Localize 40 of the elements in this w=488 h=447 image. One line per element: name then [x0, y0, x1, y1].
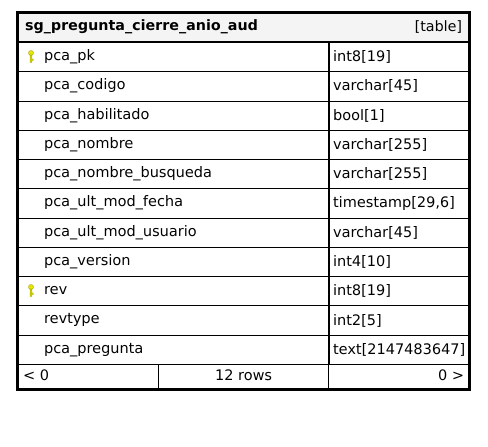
table-box: [16, 11, 471, 391]
table-name: sg_pregunta_cierre_anio_aud: [25, 18, 258, 34]
next-count: 0 >: [328, 364, 468, 388]
table-row: [19, 130, 468, 160]
column-type: int8[19]: [328, 277, 468, 306]
column-name: pca_nombre: [44, 136, 134, 152]
column-name: pca_ult_mod_usuario: [44, 224, 197, 240]
column-type: bool[1]: [328, 102, 468, 130]
table-row: [19, 305, 468, 335]
column-type: varchar[45]: [328, 72, 468, 101]
column-name: pca_nombre_busqueda: [44, 165, 212, 182]
table-row: [19, 246, 468, 276]
table-row: [19, 334, 468, 364]
table-footer: [19, 364, 468, 388]
table-row: [19, 42, 468, 72]
column-name: rev: [44, 282, 68, 298]
column-name: pca_pk: [44, 48, 95, 64]
column-type: text[2147483647]: [328, 336, 468, 364]
table-row: [19, 71, 468, 101]
column-name: pca_codigo: [44, 77, 126, 94]
column-name: pca_habilitado: [44, 106, 150, 123]
column-name: pca_pregunta: [44, 340, 144, 357]
column-type: varchar[255]: [328, 160, 468, 188]
table-row: [19, 218, 468, 247]
column-type: int8[19]: [328, 43, 468, 72]
column-type: varchar[255]: [328, 130, 468, 160]
table-type-tag: [table]: [414, 19, 462, 35]
row-count: 12 rows: [158, 364, 328, 388]
previous-count: < 0: [22, 367, 50, 386]
column-name: revtype: [44, 311, 100, 328]
column-type: int2[5]: [328, 306, 468, 335]
column-type: timestamp[29,6]: [328, 189, 468, 218]
table-row: [19, 159, 468, 188]
column-name: pca_ult_mod_fecha: [44, 194, 183, 210]
table-row: [19, 188, 468, 218]
column-type: varchar[45]: [328, 218, 468, 247]
table-row: [19, 100, 468, 130]
column-name: pca_version: [44, 252, 130, 269]
table-row: [19, 276, 468, 306]
column-type: int4[10]: [328, 248, 468, 276]
